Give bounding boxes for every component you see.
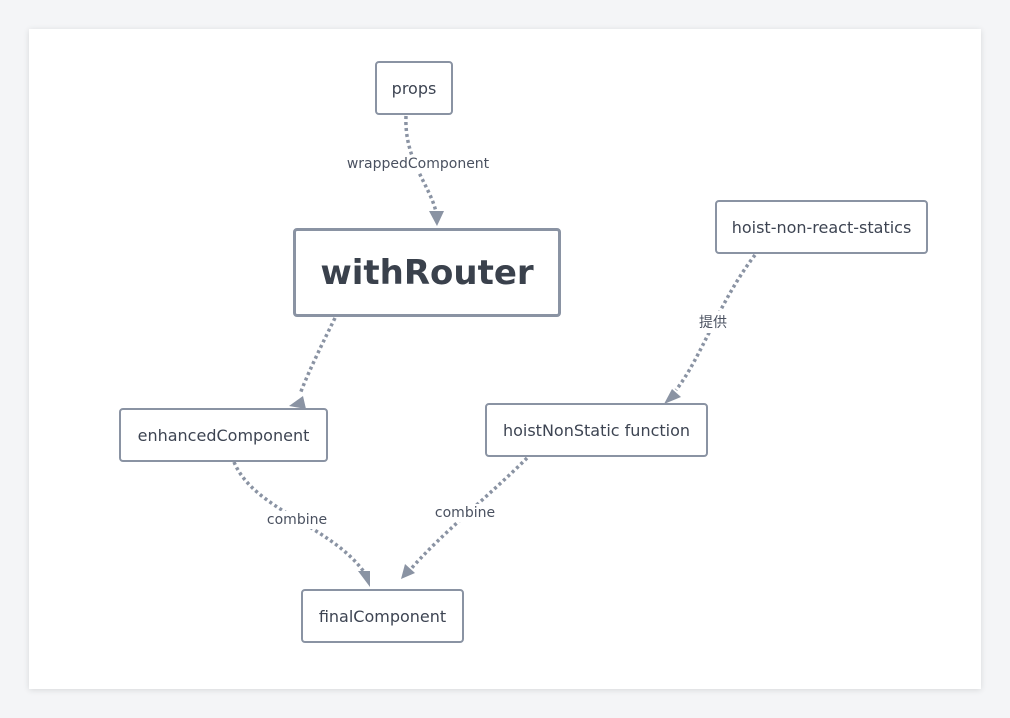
diagram-canvas [29,29,981,689]
arrow-head-function [664,389,681,404]
arrow-head-final-left [358,571,370,587]
node-final-component[interactable]: finalComponent [301,589,464,643]
edge-label-combine-right: combine [432,504,498,522]
edge-label-combine-left: combine [264,511,330,529]
node-hoist-non-react-statics[interactable]: hoist-non-react-statics [715,200,928,254]
edge-label-wrapped-component: wrappedComponent [344,155,492,173]
node-with-router[interactable]: withRouter [293,228,561,317]
edge-function-to-final [408,456,529,572]
edge-withrouter-to-enhanced [298,317,337,395]
node-enhanced-component[interactable]: enhancedComponent [119,408,328,462]
arrow-head-final-right [401,564,415,579]
arrow-head-withrouter [429,211,444,226]
edge-enhanced-to-final [232,461,366,574]
node-props[interactable]: props [375,61,453,115]
arrow-head-enhanced [289,396,306,409]
edge-label-provide: 提供 [697,311,729,333]
node-hoist-non-static-function[interactable]: hoistNonStatic function [485,403,708,457]
